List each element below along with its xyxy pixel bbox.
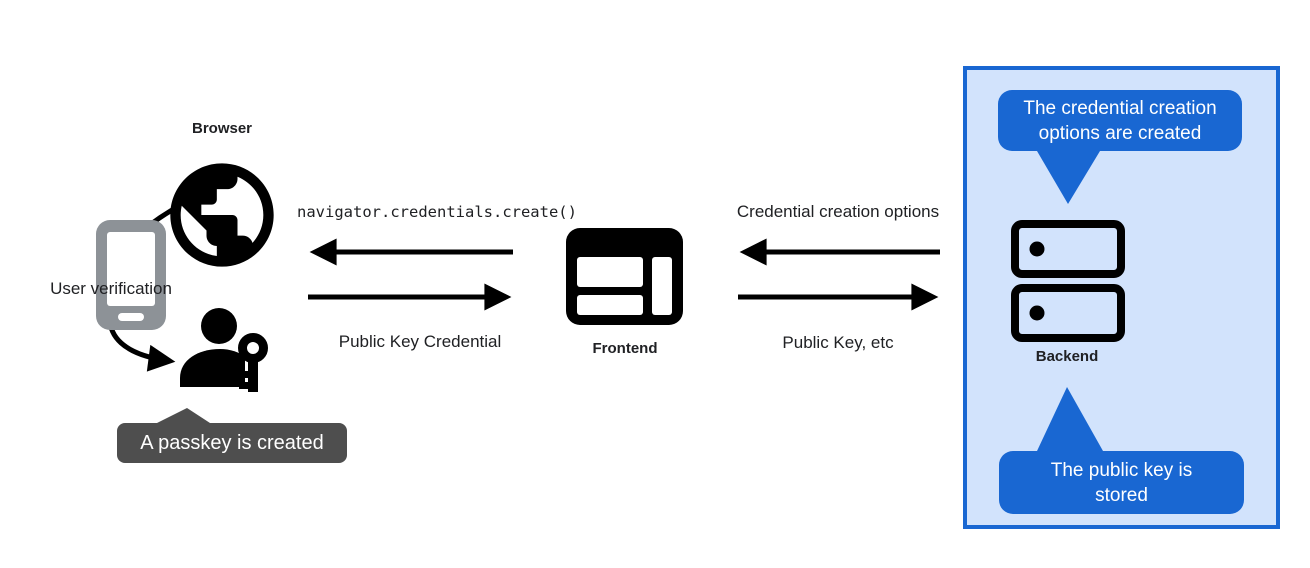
callout-pointer-up: [1037, 387, 1103, 451]
credential-options-label: Credential creation options: [736, 202, 940, 221]
public-key-stored-callout: The public key is stored: [999, 387, 1244, 514]
smartphone-icon: [96, 220, 166, 330]
creation-options-line2: options are created: [1038, 122, 1202, 144]
web-window-icon: [566, 228, 683, 325]
server-stack-icon: [1011, 220, 1125, 342]
creation-options-callout: The credential creation options are crea…: [998, 90, 1242, 204]
public-key-stored-line1: The public key is: [1050, 459, 1193, 481]
backend-label: Backend: [1035, 348, 1099, 365]
callout-pointer-up: [157, 408, 210, 423]
navigator-create-label: navigator.credentials.create(): [297, 203, 577, 221]
public-key-etc-label: Public Key, etc: [782, 333, 894, 352]
person-key-icon: [180, 308, 268, 392]
frontend-label: Frontend: [592, 340, 658, 357]
browser-label: Browser: [191, 120, 253, 137]
creation-options-line1: The credential creation: [1023, 97, 1217, 119]
callout-pointer-down: [1037, 151, 1100, 204]
public-key-credential-label: Public Key Credential: [338, 332, 502, 351]
globe-icon: [170, 163, 274, 267]
user-verification-label: User verification: [50, 279, 172, 298]
passkey-created-text: A passkey is created: [140, 431, 324, 454]
public-key-stored-line2: stored: [1095, 484, 1148, 506]
passkey-created-callout: A passkey is created: [117, 408, 347, 463]
